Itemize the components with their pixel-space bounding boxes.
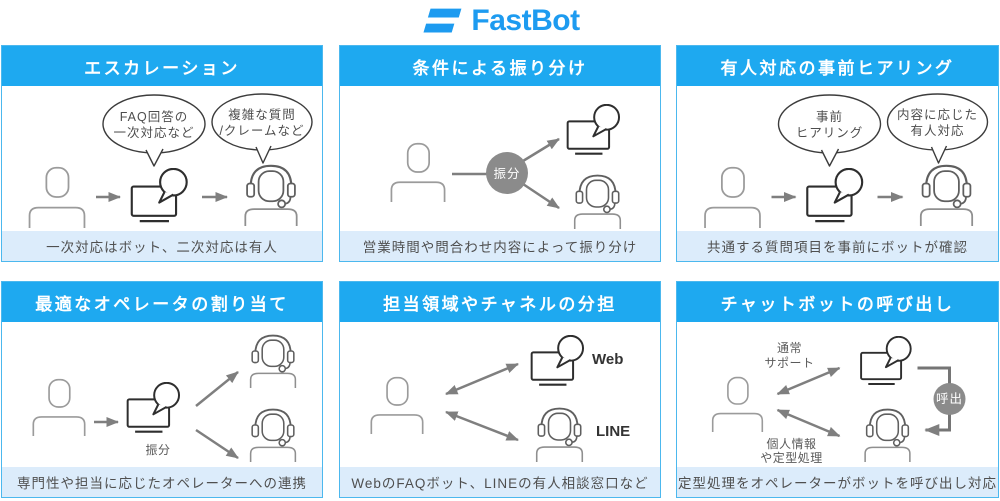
panel-channel-split-illustration: Web LINE (340, 322, 660, 467)
chatbot-icon (806, 168, 864, 223)
speech-balloon-tail (255, 145, 272, 164)
channel-label-web: Web (592, 351, 623, 368)
channel-label-line: LINE (596, 423, 630, 440)
operator-icon (864, 408, 911, 462)
speech-balloon-tail (145, 148, 164, 167)
panel-conditional-routing-caption: 営業時間や問合わせ内容によって振り分け (340, 231, 660, 261)
panel-pre-hearing-caption: 共通する質問項目を事前にボットが確認 (677, 231, 998, 261)
speech-balloon (777, 94, 882, 154)
conditional-routing-diagram: 振分 (390, 104, 622, 229)
speech-balloon (102, 94, 206, 154)
fastbot-logo-text: FastBot (471, 4, 580, 37)
channel-split-diagram: Web LINE (370, 335, 630, 462)
arrow-label-line: 個人情報 (766, 437, 816, 451)
arrow-label-line: や定型処理 (760, 450, 823, 465)
escalation-diagram: FAQ回答の 一次対応など 複雑な質問 /クレームなど (28, 93, 313, 228)
call-node (933, 383, 966, 415)
flow-arrow-icon (195, 371, 239, 407)
operator-icon (535, 407, 584, 462)
panel-channel-split: 担当領域やチャネルの分担 Web LINE WebのFAQボット、LINEの有人… (339, 281, 661, 498)
bot-call-diagram: 通常 サポート 個人情報 や定型処理 呼出 (711, 336, 966, 465)
panel-pre-hearing-illustration: 事前 ヒアリング 内容に応じた 有人対応 (677, 86, 998, 231)
routing-node-label: 振分 (493, 167, 520, 181)
panel-pre-hearing: 有人対応の事前ヒアリング 事前 ヒアリング 内容に応じた 有人対応 (676, 45, 999, 262)
panel-bot-call-caption: 定型処理をオペレーターがボットを呼び出し対応 (677, 467, 998, 497)
operator-icon (249, 408, 297, 462)
flow-arrow-icon (522, 137, 560, 163)
panel-operator-assignment: 最適なオペレータの割り当て 振分 専門性や担当に応じたオペレーターへの連携 (1, 281, 323, 498)
panel-conditional-routing-title: 条件による振り分け (340, 46, 660, 86)
double-arrow-icon (445, 362, 519, 396)
panel-escalation-title: エスカレーション (2, 46, 322, 86)
arrow-label-line: 通常 (777, 341, 802, 355)
panel-channel-split-title: 担当領域やチャネルの分担 (340, 282, 660, 322)
balloon-text-line: FAQ回答の (120, 109, 189, 124)
double-arrow-icon (776, 366, 841, 396)
fastbot-logo-mark-icon (423, 8, 462, 33)
panel-escalation-caption: 一次対応はボット、二次対応は有人 (2, 231, 322, 261)
user-icon (370, 376, 424, 434)
panel-escalation: エスカレーション FAQ回答の 一次対応など 複雑な質問 /クレームなど (1, 45, 323, 262)
panel-escalation-illustration: FAQ回答の 一次対応など 複雑な質問 /クレームなど (2, 86, 322, 231)
panel-conditional-routing: 条件による振り分け 振分 営業時間や問合わせ内容によって振り分け (339, 45, 661, 262)
flow-arrow-icon (522, 182, 560, 210)
balloon-text-line: 有人対応 (910, 124, 964, 138)
speech-balloon-tail (820, 148, 840, 167)
chatbot-icon (566, 104, 621, 155)
panel-conditional-routing-illustration: 振分 (340, 86, 660, 231)
chatbot-icon (126, 382, 181, 433)
speech-balloon (886, 93, 989, 151)
operator-icon (244, 164, 298, 226)
panel-operator-assignment-title: 最適なオペレータの割り当て (2, 282, 322, 322)
panel-pre-hearing-title: 有人対応の事前ヒアリング (677, 46, 998, 86)
user-icon (711, 376, 764, 432)
speech-balloon (211, 93, 313, 151)
panel-bot-call-title: チャットボットの呼び出し (677, 282, 998, 322)
user-icon (28, 166, 86, 228)
fastbot-logo: FastBot (0, 0, 1000, 42)
panel-bot-call-illustration: 通常 サポート 個人情報 や定型処理 呼出 (677, 322, 998, 467)
balloon-text-line: /クレームなど (219, 124, 304, 138)
speech-balloon-tail (930, 145, 948, 164)
routing-label: 振分 (145, 443, 170, 457)
balloon-text-line: 内容に応じた (897, 107, 978, 122)
balloon-text-line: 複雑な質問 (228, 107, 296, 122)
balloon-text-line: ヒアリング (796, 126, 864, 140)
operator-icon (573, 174, 622, 229)
call-node-label: 呼出 (936, 392, 963, 406)
chatbot-icon (530, 335, 585, 386)
pre-hearing-diagram: 事前 ヒアリング 内容に応じた 有人対応 (704, 93, 989, 228)
balloon-text-line: 事前 (816, 109, 843, 124)
chatbot-icon (860, 336, 912, 386)
panel-operator-assignment-caption: 専門性や担当に応じたオペレーターへの連携 (2, 467, 322, 497)
chatbot-icon (130, 168, 188, 223)
user-icon (390, 142, 446, 202)
panel-operator-assignment-illustration: 振分 (2, 322, 322, 467)
arrow-label-line: サポート (764, 356, 814, 370)
panel-bot-call: チャットボットの呼び出し 通常 サポート 個人情報 や定型処理 呼出 (676, 281, 999, 498)
double-arrow-icon (776, 408, 841, 438)
routing-node (486, 152, 528, 194)
user-icon (32, 378, 86, 436)
double-arrow-icon (445, 410, 519, 442)
panel-channel-split-caption: WebのFAQボット、LINEの有人相談窓口など (340, 467, 660, 497)
operator-icon (919, 164, 974, 226)
operator-icon (249, 334, 297, 388)
flow-arrow-icon (195, 428, 239, 460)
user-icon (704, 166, 761, 228)
operator-assignment-diagram: 振分 (32, 334, 297, 462)
balloon-text-line: 一次対応など (113, 126, 194, 140)
